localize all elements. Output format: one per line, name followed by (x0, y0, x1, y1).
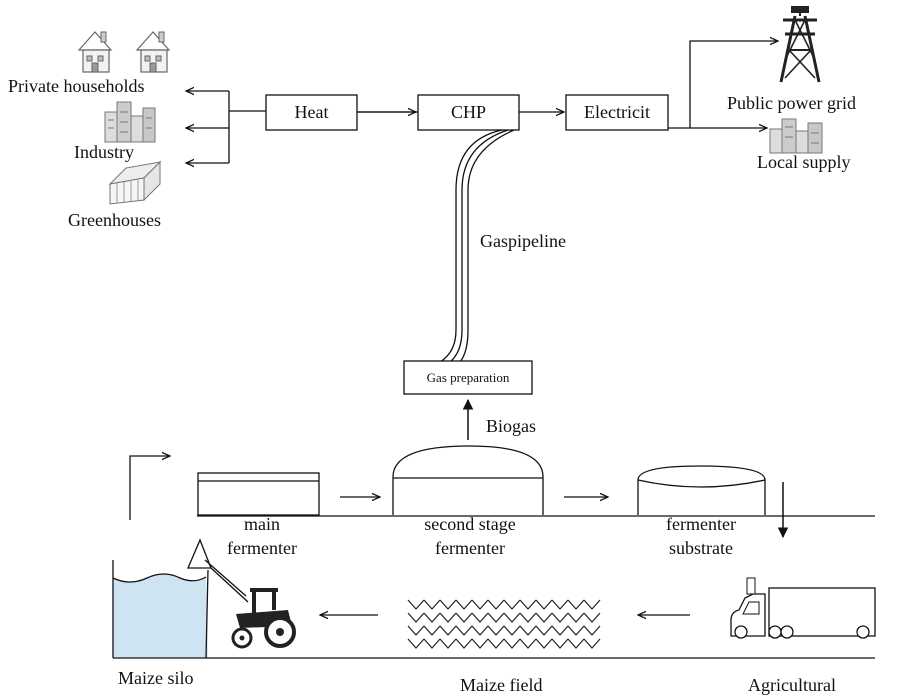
maize-row-mark (455, 625, 473, 636)
maize-row-mark (407, 625, 425, 636)
private-households-label: Private households (8, 76, 145, 96)
maize-row-mark (519, 612, 537, 623)
gas-preparation-label: Gas preparation (427, 370, 510, 385)
maize-row-mark (583, 599, 601, 610)
maize-row-mark (423, 638, 441, 649)
maize-row-mark (583, 638, 601, 649)
maize-row-mark (439, 638, 457, 649)
maize-row-mark (567, 612, 585, 623)
fermenter-substrate-tank (637, 465, 766, 515)
maize-row-mark (471, 625, 489, 636)
second-stage-label-1: second stage (424, 514, 515, 534)
substrate-label-1: fermenter (666, 514, 736, 534)
chp-label: CHP (451, 102, 486, 122)
maize-row-mark (551, 638, 569, 649)
maize-row-mark (439, 599, 457, 610)
maize-silo (112, 560, 209, 659)
maize-row-mark (519, 625, 537, 636)
maize-row-mark (407, 599, 425, 610)
substrate-label-2: substrate (669, 538, 733, 558)
main-fermenter-label-1: main (244, 514, 280, 534)
maize-row-mark (487, 612, 505, 623)
public-power-grid-label: Public power grid (727, 93, 856, 113)
maize-row-mark (455, 638, 473, 649)
maize-row-mark (407, 612, 425, 623)
truck-icon (730, 577, 876, 639)
maize-row-mark (567, 625, 585, 636)
gas-pipeline-label: Gaspipeline (480, 231, 566, 251)
maize-row-mark (471, 599, 489, 610)
maize-row-mark (487, 638, 505, 649)
maize-row-mark (503, 599, 521, 610)
house-icon (77, 31, 113, 73)
maize-row-mark (519, 638, 537, 649)
maize-row-mark (423, 625, 441, 636)
maize-row-mark (535, 612, 553, 623)
maize-row-mark (487, 599, 505, 610)
maize-row-mark (455, 599, 473, 610)
maize-row-mark (567, 599, 585, 610)
factory-icon (104, 101, 156, 143)
maize-silo-label: Maize silo (118, 668, 193, 688)
maize-field-label: Maize field (460, 675, 542, 695)
biogas-label: Biogas (486, 416, 536, 436)
maize-row-mark (567, 638, 585, 649)
maize-row-mark (423, 599, 441, 610)
second-stage-label-2: fermenter (435, 538, 505, 558)
silo-spout (187, 538, 249, 603)
maize-row-mark (535, 638, 553, 649)
main-fermenter (197, 472, 320, 516)
maize-row-mark (583, 612, 601, 623)
factory-icon (769, 118, 823, 154)
power-tower-icon (779, 6, 821, 83)
maize-row-mark (551, 612, 569, 623)
heat-box (265, 94, 358, 131)
return-arrow (129, 456, 170, 520)
gas-preparation-box (403, 360, 533, 395)
maize-row-mark (583, 625, 601, 636)
maize-row-mark (455, 612, 473, 623)
house-icon (135, 31, 171, 73)
maize-row-mark (423, 612, 441, 623)
arrow-to-power-grid (689, 41, 778, 128)
maize-field (407, 599, 601, 649)
greenhouses-label: Greenhouses (68, 210, 161, 230)
agricultural-label: Agricultural (748, 675, 836, 695)
local-supply-label: Local supply (757, 152, 850, 172)
maize-row-mark (471, 638, 489, 649)
maize-row-mark (439, 625, 457, 636)
main-fermenter-label-2: fermenter (227, 538, 297, 558)
maize-row-mark (503, 638, 521, 649)
maize-row-mark (551, 599, 569, 610)
heat-label: Heat (295, 102, 329, 122)
tractor-icon (231, 588, 296, 649)
maize-row-mark (471, 612, 489, 623)
greenhouse-icon (108, 160, 162, 205)
maize-row-mark (551, 625, 569, 636)
maize-row-mark (519, 599, 537, 610)
maize-row-mark (487, 625, 505, 636)
maize-row-mark (407, 638, 425, 649)
maize-row-mark (535, 625, 553, 636)
electricity-box (565, 94, 669, 131)
industry-label: Industry (74, 142, 134, 162)
maize-row-mark (503, 612, 521, 623)
maize-row-mark (503, 625, 521, 636)
maize-row-mark (535, 599, 553, 610)
gas-pipeline (439, 129, 515, 363)
maize-row-mark (439, 612, 457, 623)
electricity-label: Electricit (584, 102, 650, 122)
second-stage-fermenter (392, 445, 544, 515)
